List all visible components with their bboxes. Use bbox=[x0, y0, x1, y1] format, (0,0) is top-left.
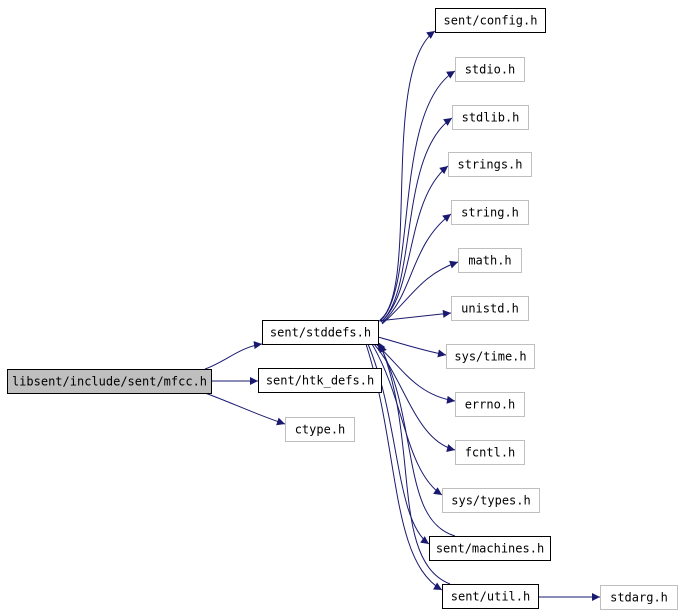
node-box-math bbox=[458, 248, 522, 273]
node-label-math: math.h bbox=[468, 254, 511, 268]
node-box-systime bbox=[446, 344, 535, 369]
edge-stddefs-to-systypes bbox=[371, 343, 443, 496]
node-label-stddefs: sent/stddefs.h bbox=[270, 326, 371, 340]
node-label-ctype: ctype.h bbox=[295, 423, 346, 437]
node-label-unistd: unistd.h bbox=[461, 302, 519, 316]
node-string: string.h bbox=[451, 200, 529, 225]
node-box-stdlib bbox=[452, 105, 529, 130]
edge-stddefs-to-unistd bbox=[377, 309, 452, 322]
node-box-ctype bbox=[285, 417, 355, 442]
node-box-config bbox=[435, 8, 546, 33]
node-ctype: ctype.h bbox=[285, 417, 355, 442]
node-label-string: string.h bbox=[461, 206, 519, 220]
node-machines[interactable]: sent/machines.h bbox=[429, 536, 551, 561]
edge-stddefs-to-config bbox=[379, 30, 436, 321]
node-box-util bbox=[442, 584, 539, 609]
node-label-machines: sent/machines.h bbox=[436, 542, 544, 556]
node-systime: sys/time.h bbox=[446, 344, 535, 369]
node-box-fcntl bbox=[455, 440, 525, 465]
node-stdarg: stdarg.h bbox=[600, 585, 678, 610]
node-label-stdio: stdio.h bbox=[465, 63, 516, 77]
node-strings: strings.h bbox=[448, 152, 532, 177]
node-label-fcntl: fcntl.h bbox=[465, 446, 516, 460]
edges-layer bbox=[204, 30, 600, 601]
node-label-config: sent/config.h bbox=[444, 14, 538, 28]
node-htkdefs[interactable]: sent/htk_defs.h bbox=[258, 368, 382, 393]
node-label-systypes: sys/types.h bbox=[451, 494, 530, 508]
node-label-systime: sys/time.h bbox=[454, 350, 526, 364]
node-config[interactable]: sent/config.h bbox=[435, 8, 546, 33]
edge-stddefs-to-stdlib bbox=[380, 117, 453, 323]
node-label-util: sent/util.h bbox=[451, 590, 530, 604]
node-mfcc[interactable]: libsent/include/sent/mfcc.h bbox=[7, 369, 212, 394]
edge-stddefs-to-math bbox=[381, 260, 459, 325]
edge-stddefs-to-strings bbox=[380, 165, 449, 323]
node-util[interactable]: sent/util.h bbox=[442, 584, 539, 609]
node-stdlib: stdlib.h bbox=[452, 105, 529, 130]
edge-stddefs-to-string bbox=[381, 213, 452, 324]
node-errno: errno.h bbox=[455, 392, 525, 417]
node-math: math.h bbox=[458, 248, 522, 273]
nodes-layer: libsent/include/sent/mfcc.h sent/stddefs.… bbox=[7, 8, 678, 610]
node-systypes: sys/types.h bbox=[442, 488, 540, 513]
edge-stddefs-to-stdio bbox=[379, 70, 456, 322]
node-label-errno: errno.h bbox=[465, 398, 516, 412]
node-stddefs[interactable]: sent/stddefs.h bbox=[262, 320, 379, 345]
node-label-strings: strings.h bbox=[457, 158, 522, 172]
node-box-systypes bbox=[442, 488, 540, 513]
node-box-machines bbox=[429, 536, 551, 561]
node-label-mfcc: libsent/include/sent/mfcc.h bbox=[12, 375, 207, 389]
edge-mfcc-to-stddefs bbox=[204, 341, 263, 370]
edge-util-to-stddefs bbox=[379, 343, 451, 585]
node-box-strings bbox=[448, 152, 532, 177]
node-box-mfcc bbox=[7, 369, 212, 394]
node-label-stdlib: stdlib.h bbox=[462, 111, 520, 125]
node-box-htkdefs bbox=[258, 368, 382, 393]
node-box-stdarg bbox=[600, 585, 678, 610]
node-label-htkdefs: sent/htk_defs.h bbox=[266, 374, 374, 388]
node-box-stdio bbox=[455, 57, 525, 82]
edge-stddefs-to-fcntl bbox=[373, 343, 456, 452]
node-box-unistd bbox=[451, 296, 529, 321]
node-unistd: unistd.h bbox=[451, 296, 529, 321]
node-box-string bbox=[451, 200, 529, 225]
edge-mfcc-to-ctype bbox=[204, 392, 286, 426]
edge-stddefs-to-systime bbox=[377, 336, 447, 358]
edge-machines-to-stddefs bbox=[377, 341, 456, 537]
node-fcntl: fcntl.h bbox=[455, 440, 525, 465]
node-box-stddefs bbox=[262, 320, 379, 345]
edge-stddefs-to-errno bbox=[375, 343, 456, 404]
node-box-errno bbox=[455, 392, 525, 417]
node-stdio: stdio.h bbox=[455, 57, 525, 82]
node-label-stdarg: stdarg.h bbox=[610, 591, 668, 605]
